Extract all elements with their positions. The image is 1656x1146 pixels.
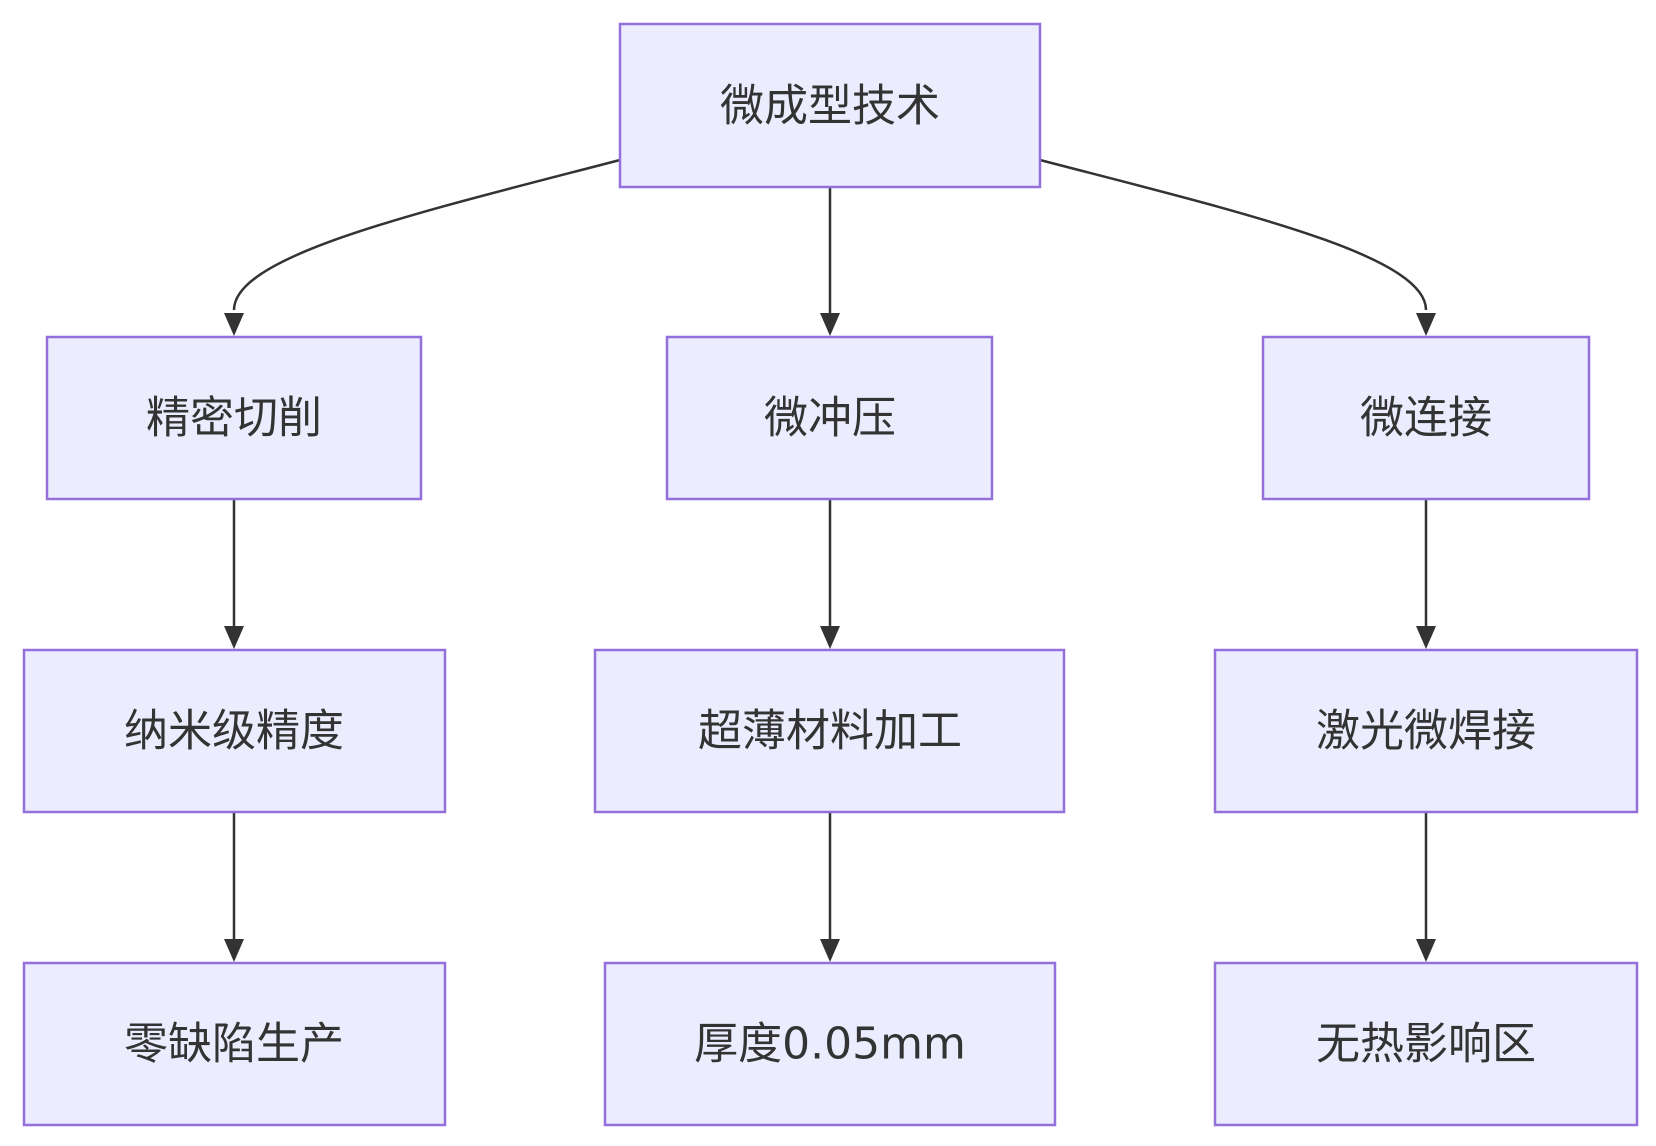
node-root-label: 微成型技术 — [720, 81, 940, 132]
node-no-haz-label: 无热影响区 — [1316, 1019, 1536, 1070]
node-cutting: 精密切削 — [45, 335, 423, 501]
arrowhead-no-haz — [1416, 939, 1436, 962]
arrowhead-stamping — [820, 313, 840, 336]
node-joining: 微连接 — [1261, 335, 1591, 501]
node-nano-precision-label: 纳米级精度 — [124, 706, 344, 757]
arrowhead-nano — [224, 626, 244, 649]
arrowhead-thickness — [820, 939, 840, 962]
node-zero-defect-label: 零缺陷生产 — [124, 1019, 344, 1070]
node-thickness-label: 厚度0.05mm — [694, 1019, 966, 1070]
node-zero-defect: 零缺陷生产 — [22, 961, 447, 1127]
node-joining-label: 微连接 — [1360, 393, 1492, 444]
node-stamping: 微冲压 — [665, 335, 994, 501]
node-laser-welding: 激光微焊接 — [1213, 648, 1639, 814]
arrowhead-zero-defect — [224, 939, 244, 962]
edge-root-to-joining — [1039, 158, 1428, 311]
node-thickness: 厚度0.05mm — [603, 961, 1057, 1127]
node-laser-welding-label: 激光微焊接 — [1316, 706, 1536, 757]
edges — [224, 158, 1436, 962]
arrowhead-ultrathin — [820, 626, 840, 649]
arrowhead-laser — [1416, 626, 1436, 649]
arrowhead-cutting — [224, 313, 244, 336]
node-cutting-label: 精密切削 — [146, 393, 322, 444]
node-root: 微成型技术 — [618, 22, 1042, 189]
arrowhead-joining — [1416, 313, 1436, 336]
edge-root-to-cutting — [232, 158, 621, 311]
node-ultrathin-label: 超薄材料加工 — [698, 706, 962, 757]
node-nano-precision: 纳米级精度 — [22, 648, 447, 814]
node-no-haz: 无热影响区 — [1213, 961, 1639, 1127]
node-ultrathin: 超薄材料加工 — [593, 648, 1066, 814]
node-stamping-label: 微冲压 — [764, 393, 896, 444]
